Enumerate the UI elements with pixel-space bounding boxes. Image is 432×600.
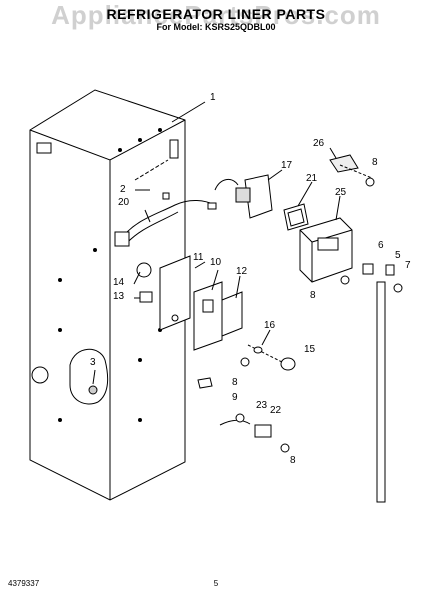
wire-harness [114, 192, 217, 247]
small-block [139, 291, 153, 303]
housing [299, 217, 353, 283]
document-number: 4379337 [8, 579, 40, 588]
switch-assembly [219, 413, 272, 438]
callout-21: 21 [306, 173, 318, 184]
callout-11: 11 [193, 252, 204, 263]
bracket-assembly [159, 255, 243, 351]
callout-8c: 8 [232, 377, 238, 388]
callout-14: 14 [113, 277, 125, 288]
callout-20: 20 [118, 197, 130, 208]
callout-23: 23 [256, 400, 268, 411]
page-subtitle: For Model: KSRS25QDBL00 [156, 22, 276, 32]
part-3-detail [69, 348, 109, 405]
callout-10: 10 [210, 257, 222, 268]
callout-13: 13 [113, 291, 125, 302]
callout-8d: 8 [290, 455, 296, 466]
control-module [214, 174, 273, 219]
callout-3: 3 [90, 357, 96, 368]
callout-6: 6 [378, 240, 384, 251]
callout-15: 15 [304, 344, 316, 355]
callout-22: 22 [270, 405, 282, 416]
callout-8b: 8 [310, 290, 316, 301]
callout-9: 9 [232, 392, 238, 403]
callout-7: 7 [405, 260, 411, 271]
support-rail [362, 263, 403, 503]
round-part [136, 262, 152, 278]
callout-17: 17 [281, 160, 293, 171]
callout-25: 25 [335, 187, 347, 198]
page-number: 5 [213, 579, 219, 588]
knob [280, 357, 296, 371]
callout-1: 1 [210, 92, 216, 103]
callout-12: 12 [236, 266, 248, 277]
callout-8a: 8 [372, 157, 378, 168]
callout-16: 16 [264, 320, 276, 331]
cabinet-liner [29, 89, 186, 501]
bracket [329, 154, 359, 173]
callout-5: 5 [395, 250, 401, 261]
screw [197, 377, 213, 389]
callout-2: 2 [120, 184, 126, 195]
part-2 [169, 139, 179, 159]
watermark: AppliancePartsPros.com [51, 0, 381, 30]
callout-26: 26 [313, 138, 325, 149]
page-title: REFRIGERATOR LINER PARTS [106, 6, 326, 22]
